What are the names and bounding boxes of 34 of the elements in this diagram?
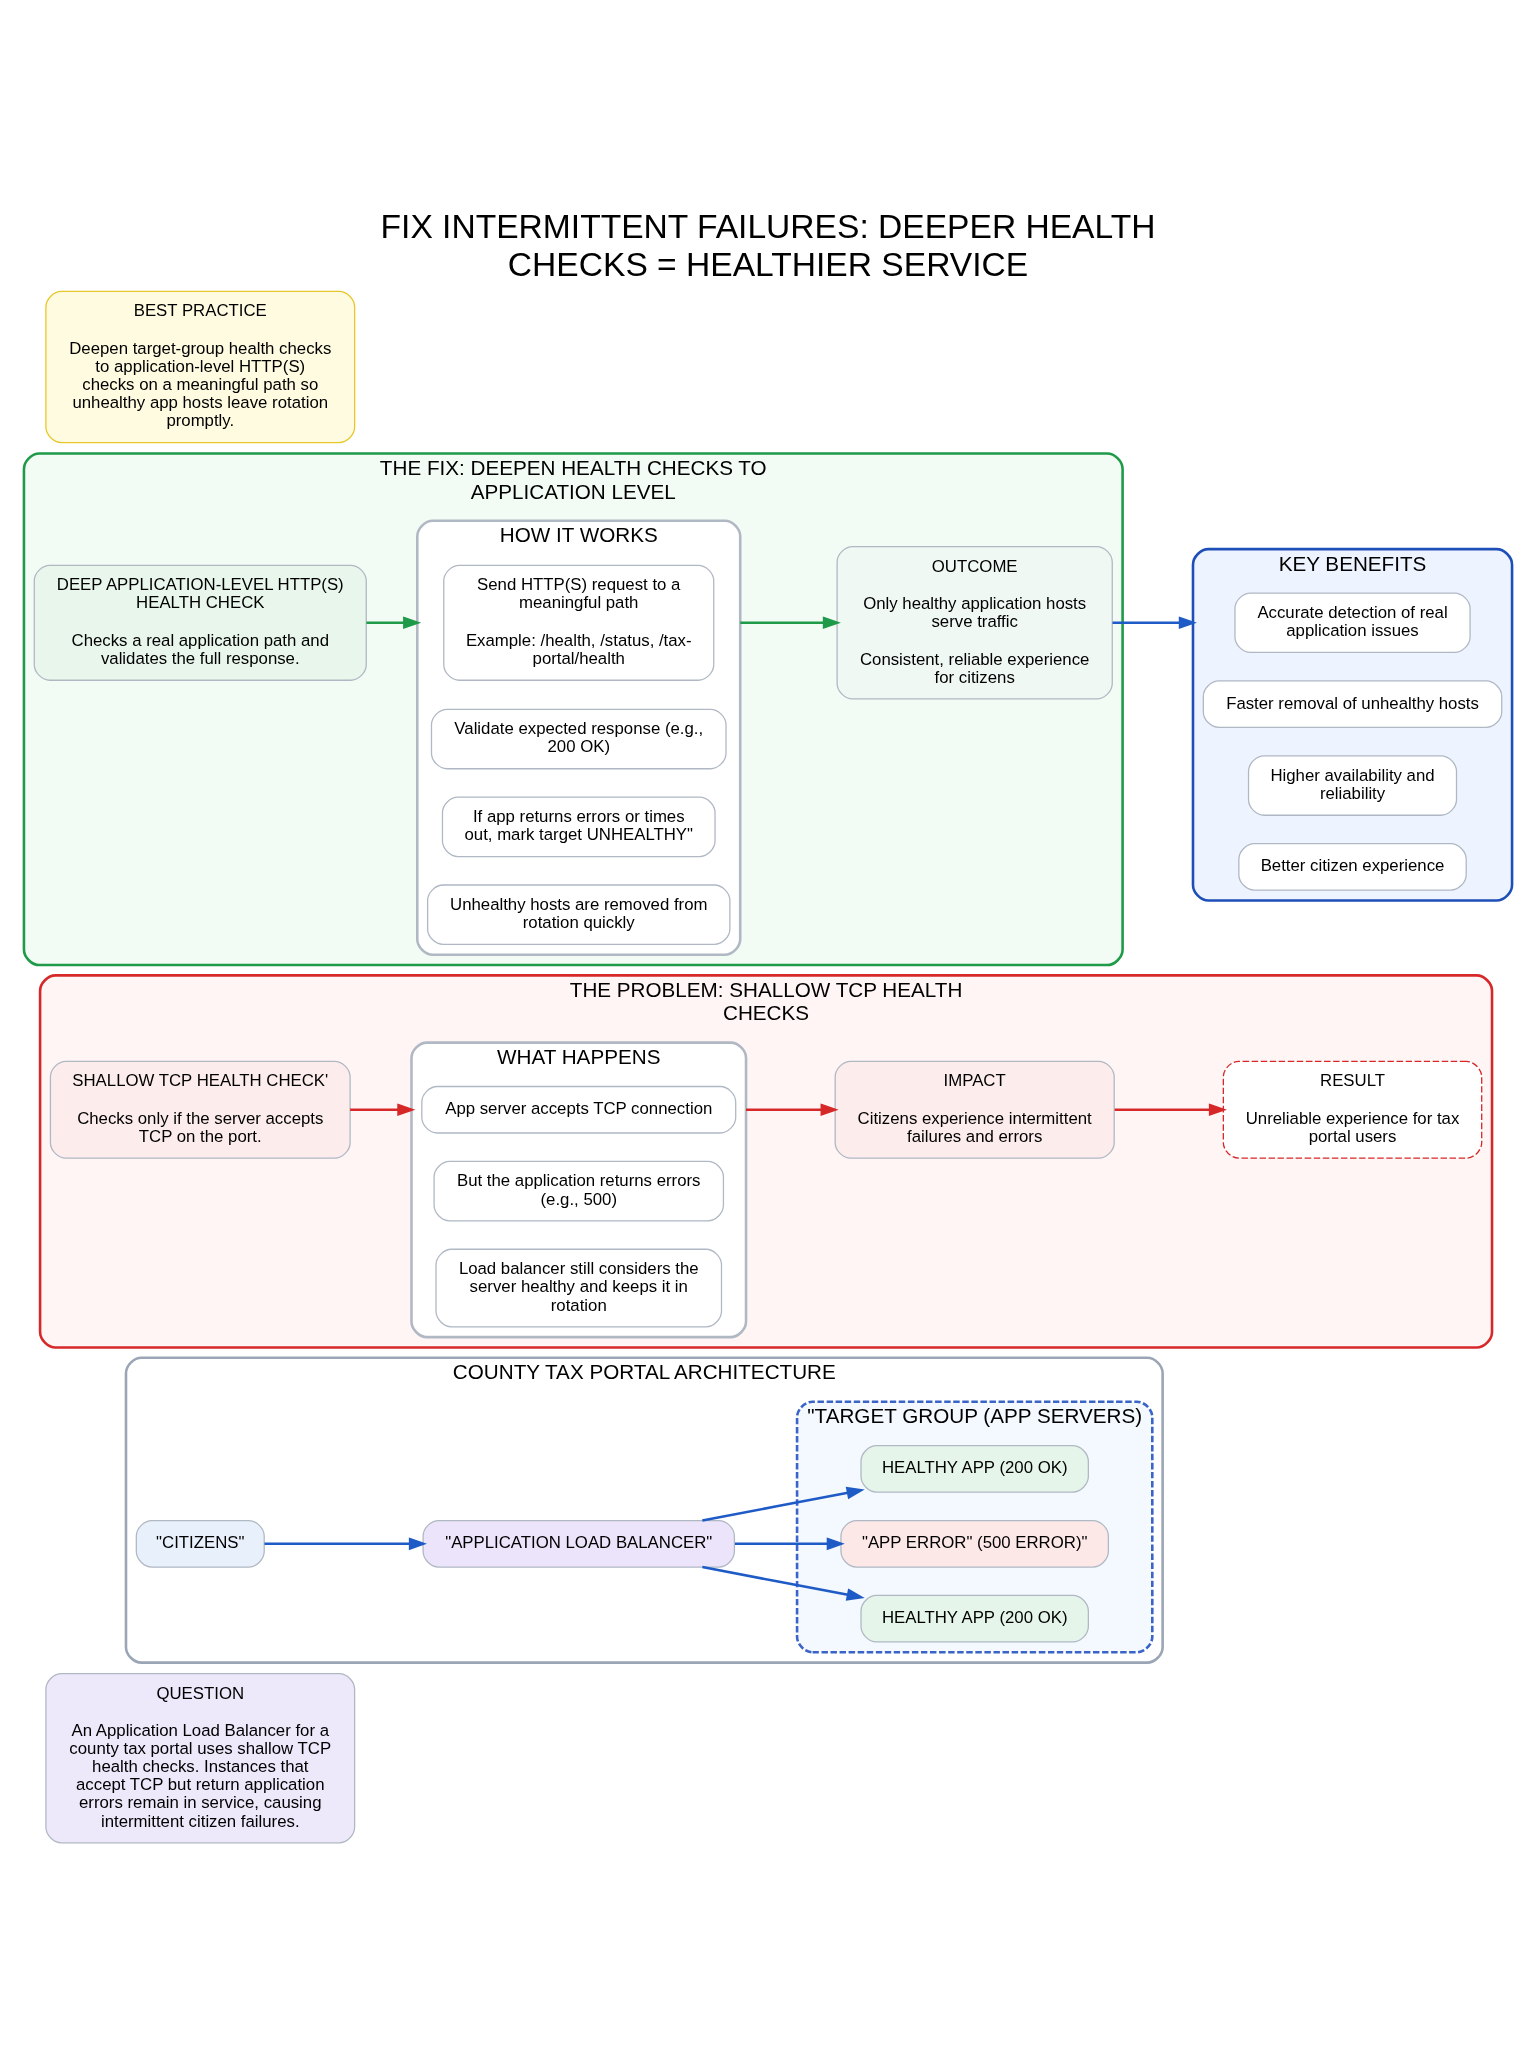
arrow bbox=[350, 1102, 416, 1116]
node-box: HEALTHY APP (200 OK) bbox=[860, 1444, 1089, 1493]
arrow bbox=[366, 615, 422, 629]
arrow bbox=[746, 1102, 839, 1116]
node-box: If app returns errors or times out, mark target UNHEALTHY" bbox=[441, 796, 716, 857]
arrow bbox=[1114, 1102, 1227, 1116]
node-box: QUESTION An Application Load Balancer for a county tax portal uses shallow TCP health checks. Instances that accept TCP but return application errors remain in service, causing intermittent citizen failures. bbox=[45, 1672, 356, 1843]
node-box: RESULT Unreliable experience for tax portal users bbox=[1222, 1060, 1483, 1159]
node-box: Unhealthy hosts are removed from rotation quickly bbox=[426, 883, 731, 945]
node-box: Faster removal of unhealthy hosts bbox=[1202, 679, 1503, 728]
node-box: IMPACT Citizens experience intermittent failures and errors bbox=[834, 1060, 1115, 1159]
node-box: "APPLICATION LOAD BALANCER" bbox=[422, 1519, 736, 1568]
arrow bbox=[740, 615, 841, 629]
node-box: But the application returns errors (e.g., 500) bbox=[433, 1160, 725, 1221]
node-box: DEEP APPLICATION-LEVEL HTTP(S) HEALTH CHECK Checks a real application path and validates the full response. bbox=[33, 564, 367, 681]
node-box: OUTCOME Only healthy application hosts serve traffic Consistent, reliable experience for citizens bbox=[836, 545, 1113, 700]
arrow bbox=[264, 1536, 427, 1550]
arrow bbox=[702, 1565, 865, 1601]
arrow bbox=[702, 1486, 865, 1522]
node-box: Accurate detection of real application issues bbox=[1234, 591, 1471, 653]
arrow bbox=[1112, 615, 1197, 629]
node-box: Higher availability and reliability bbox=[1247, 754, 1458, 816]
arrow bbox=[734, 1536, 845, 1550]
node-box: "APP ERROR" (500 ERROR)" bbox=[840, 1519, 1110, 1568]
node-box: Send HTTP(S) request to a meaningful path Example: /health, /status, /tax-portal/health bbox=[443, 564, 715, 681]
node-box: App server accepts TCP connection bbox=[421, 1085, 737, 1134]
node-box: SHALLOW TCP HEALTH CHECK' Checks only if the server accepts TCP on the port. bbox=[49, 1060, 351, 1159]
node-box: Load balancer still considers the server healthy and keeps it in rotation bbox=[435, 1248, 723, 1327]
diagram-title: FIX INTERMITTENT FAILURES: DEEPER HEALTH CHECKS = HEALTHIER SERVICE bbox=[380, 207, 1156, 283]
node-box: HEALTHY APP (200 OK) bbox=[860, 1594, 1089, 1643]
node-box: BEST PRACTICE Deepen target-group health checks to application-level HTTP(S) checks on a meaningful path so unhealthy app hosts leave rotation promptly. bbox=[45, 290, 356, 443]
node-box: Better citizen experience bbox=[1238, 842, 1467, 891]
node-box: Validate expected response (e.g., 200 OK) bbox=[430, 708, 727, 769]
node-box: "CITIZENS" bbox=[135, 1519, 265, 1568]
